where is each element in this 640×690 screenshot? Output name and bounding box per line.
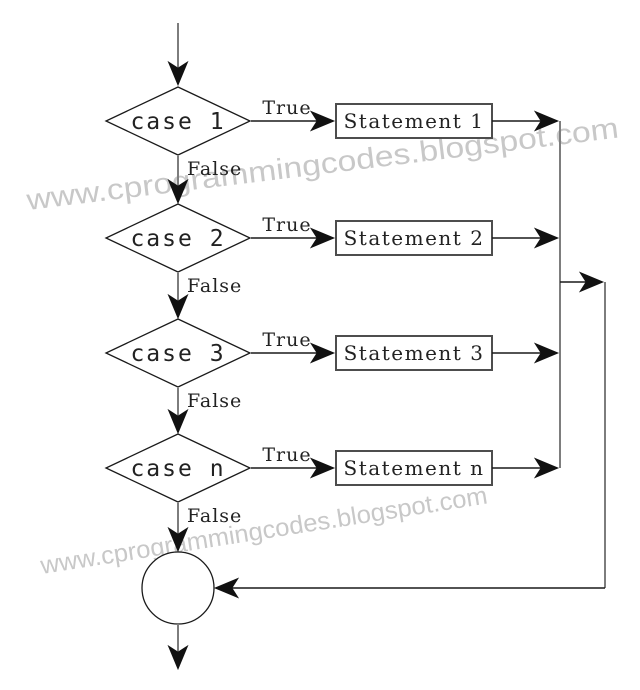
branch-row-4: case n True Statement n False bbox=[104, 433, 560, 553]
false-label-4: False bbox=[187, 505, 242, 527]
statement-label-3: Statement 3 bbox=[344, 341, 485, 365]
watermark-upper: www.cprogrammingcodes.blogspot.com bbox=[24, 113, 621, 218]
statement-label-1: Statement 1 bbox=[344, 109, 485, 133]
watermark-lower: www.cprogrammingcodes.blogspot.com bbox=[38, 482, 490, 581]
false-label-2: False bbox=[187, 275, 242, 297]
branch-row-2: case 2 True Statement 2 False bbox=[104, 203, 560, 320]
decision-diamond-case-3 bbox=[104, 318, 252, 388]
false-label-3: False bbox=[187, 390, 242, 412]
statement-label-n: Statement n bbox=[344, 456, 485, 480]
false-label-1: False bbox=[187, 158, 242, 180]
decision-diamond-case-2 bbox=[104, 203, 252, 273]
true-label-4: True bbox=[262, 444, 311, 466]
branch-row-3: case 3 True Statement 3 False bbox=[104, 318, 560, 435]
statement-box-1 bbox=[335, 103, 493, 139]
true-label-2: True bbox=[262, 214, 311, 236]
branch-row-1: case 1 True Statement 1 False bbox=[104, 86, 560, 205]
connector-circle bbox=[141, 551, 215, 625]
statement-box-3 bbox=[335, 335, 493, 371]
true-label-3: True bbox=[262, 329, 311, 351]
decision-diamond-case-n bbox=[104, 433, 252, 503]
statement-box-2 bbox=[335, 220, 493, 256]
true-label-1: True bbox=[262, 97, 311, 119]
decision-label-case-2: case 2 bbox=[130, 226, 225, 252]
decision-label-case-n: case n bbox=[130, 456, 225, 482]
decision-label-case-3: case 3 bbox=[130, 341, 225, 367]
statement-label-2: Statement 2 bbox=[344, 226, 485, 250]
decision-diamond-case-1 bbox=[104, 86, 252, 156]
decision-label-case-1: case 1 bbox=[130, 109, 225, 135]
